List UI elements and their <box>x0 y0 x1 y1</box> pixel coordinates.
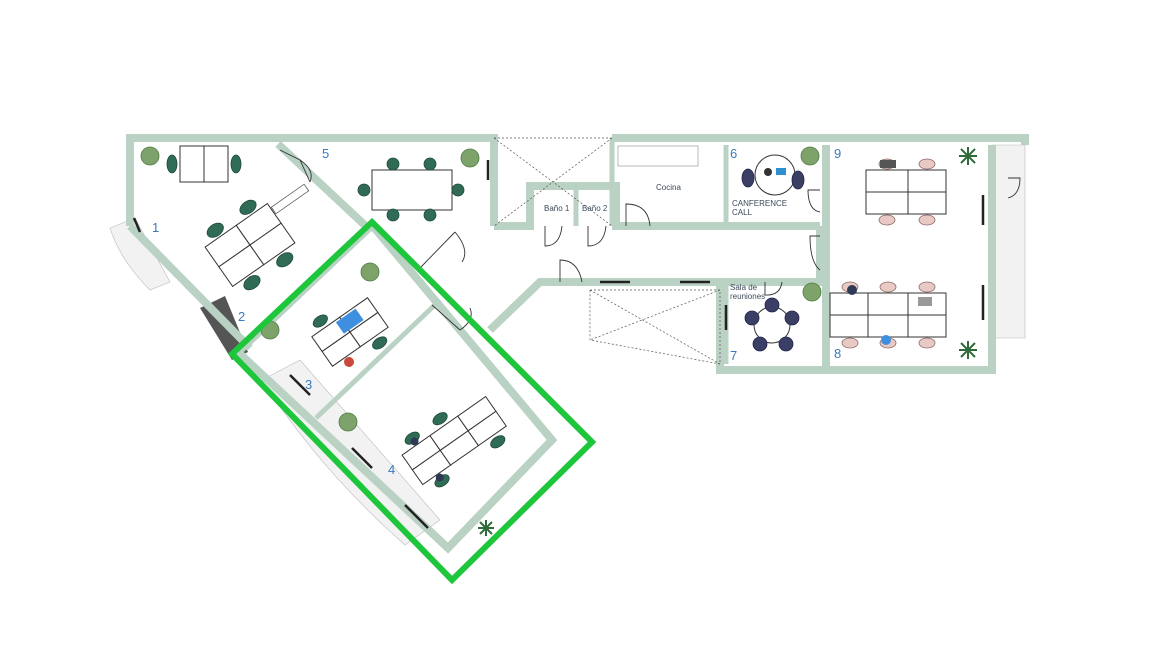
void-bottom <box>589 289 721 365</box>
label-bano-1: Baño 1 <box>544 204 570 213</box>
terrace-right <box>991 144 1026 339</box>
label-sala-line2: reuniones <box>730 292 765 301</box>
outer-wall-right <box>612 134 1029 374</box>
shelf <box>270 183 310 215</box>
void-top <box>493 137 613 227</box>
table-room5 <box>357 157 465 222</box>
kitchen-counter <box>617 145 699 167</box>
windows <box>132 160 985 529</box>
wall-divider-34 <box>314 298 442 420</box>
label-sala-line1: Sala de <box>730 283 758 292</box>
room-number-9: 9 <box>834 146 841 161</box>
highlight-rooms-3-4 <box>227 217 597 585</box>
desk-cluster-room2 <box>204 199 296 291</box>
wall-room2 <box>275 141 373 233</box>
desk-cluster-room3 <box>311 297 389 367</box>
desk-cluster-room9 <box>865 158 947 226</box>
outer-wall-left <box>126 134 498 226</box>
room-number-3: 3 <box>305 377 312 392</box>
label-bano-2: Baño 2 <box>582 204 608 213</box>
room-number-5: 5 <box>322 146 329 161</box>
corridor-bottom <box>487 278 720 333</box>
label-cocina: Cocina <box>656 183 681 192</box>
label-conference-line2: CALL <box>732 208 753 217</box>
doors <box>279 149 1021 331</box>
outer-wall-diagonal <box>127 223 253 351</box>
wall-kitchen <box>609 138 729 226</box>
room-number-8: 8 <box>834 346 841 361</box>
desk-room1 <box>166 145 242 183</box>
room-number-1: 1 <box>152 220 159 235</box>
room-number-2: 2 <box>238 309 245 324</box>
label-conference-line1: CANFERENCE <box>732 199 787 208</box>
room-number-6: 6 <box>730 146 737 161</box>
desk-cluster-room4 <box>401 395 507 488</box>
room-number-4: 4 <box>388 462 395 477</box>
table-room7 <box>744 297 800 352</box>
room-number-7: 7 <box>730 348 737 363</box>
desk-cluster-room8 <box>829 281 947 349</box>
terrace-left <box>109 217 171 291</box>
table-room6 <box>741 154 805 196</box>
